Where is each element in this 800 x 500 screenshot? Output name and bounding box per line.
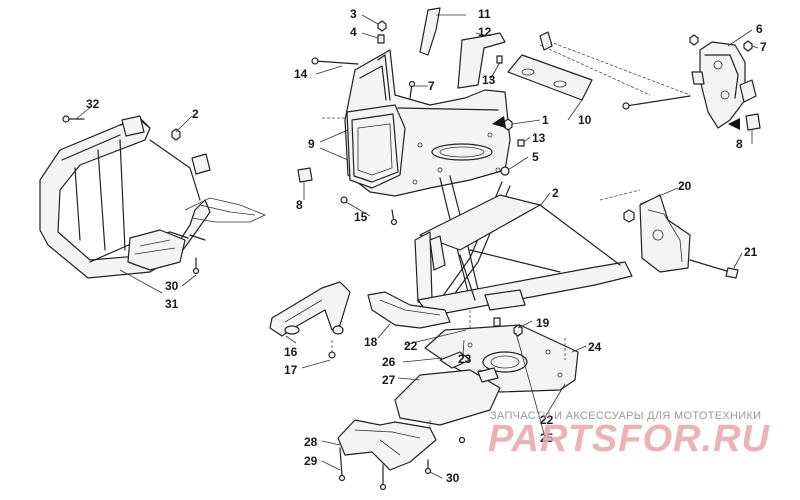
callout-3: 3 (350, 7, 357, 21)
callout-2: 2 (192, 107, 199, 121)
callout-8: 8 (296, 198, 303, 212)
hardware-3-4 (377, 20, 387, 44)
clip-13-mid (517, 139, 525, 147)
callout-21: 21 (744, 245, 758, 259)
callout-10: 10 (578, 113, 592, 127)
clip-13-top (496, 55, 503, 64)
front-bumper (39, 115, 267, 279)
callout-2b: 2 (552, 186, 559, 200)
leader-lines (75, 14, 759, 479)
callout-7b: 7 (760, 40, 767, 54)
bracket-11 (419, 7, 441, 56)
main-frame (414, 175, 633, 317)
callout-13: 13 (482, 73, 496, 87)
bolt-32 (62, 115, 85, 123)
plate-10 (507, 31, 691, 101)
callout-labels: 32 2 30 31 3 4 11 12 13 14 7 1 9 13 5 8 … (86, 7, 767, 485)
bracket-16 (269, 281, 351, 359)
callout-20: 20 (678, 179, 692, 193)
callout-18: 18 (364, 335, 378, 349)
callout-26: 26 (382, 355, 396, 369)
callout-1: 1 (542, 113, 549, 127)
callout-14: 14 (294, 67, 308, 81)
callout-31: 31 (165, 297, 179, 311)
callout-29: 29 (304, 454, 318, 468)
callout-32: 32 (86, 97, 100, 111)
watermark-tagline: ЗАПЧАСТИ И АКСЕССУАРЫ ДЛЯ МОТОТЕХНИКИ (490, 410, 762, 422)
callout-24: 24 (588, 340, 602, 354)
nut-2-left (171, 128, 181, 141)
bolt-7-center (408, 80, 416, 99)
callout-12: 12 (478, 25, 492, 39)
callout-9: 9 (308, 137, 315, 151)
guard-18 (367, 291, 451, 329)
arrow-marker (492, 116, 506, 128)
bracket-28 (337, 419, 466, 491)
callout-17: 17 (284, 363, 298, 377)
callout-4: 4 (350, 25, 357, 39)
headlight-support-frame (344, 49, 511, 197)
callout-6: 6 (756, 22, 763, 36)
plate-27 (394, 351, 501, 432)
watermark-logo: PARTSFOR.RU (488, 418, 770, 460)
callout-13b: 13 (532, 131, 546, 145)
callout-22: 22 (404, 339, 418, 353)
callout-8b: 8 (736, 137, 743, 151)
bolt-15 (340, 196, 398, 226)
skid-plate-24 (424, 310, 579, 393)
callout-30: 30 (165, 279, 179, 293)
callout-27: 27 (382, 373, 396, 387)
callout-22b: 22 (540, 413, 554, 427)
side-plate-20-21 (599, 189, 739, 279)
pad-8-left (297, 167, 313, 183)
callout-15: 15 (354, 210, 368, 224)
side-bracket-6 (622, 34, 757, 129)
callout-5: 5 (532, 150, 539, 164)
callout-7: 7 (428, 79, 435, 93)
callout-19: 19 (536, 316, 550, 330)
callout-25: 25 (540, 431, 554, 445)
pad-8-right (728, 113, 761, 131)
callout-11: 11 (478, 7, 491, 21)
screw-30-left (192, 257, 200, 275)
nut-5 (500, 166, 510, 176)
callout-28: 28 (304, 435, 318, 449)
callout-16: 16 (284, 345, 298, 359)
callout-30b: 30 (446, 471, 460, 485)
nut-7-right (743, 40, 753, 52)
callout-23: 23 (458, 352, 472, 366)
bolt-14 (311, 57, 359, 65)
